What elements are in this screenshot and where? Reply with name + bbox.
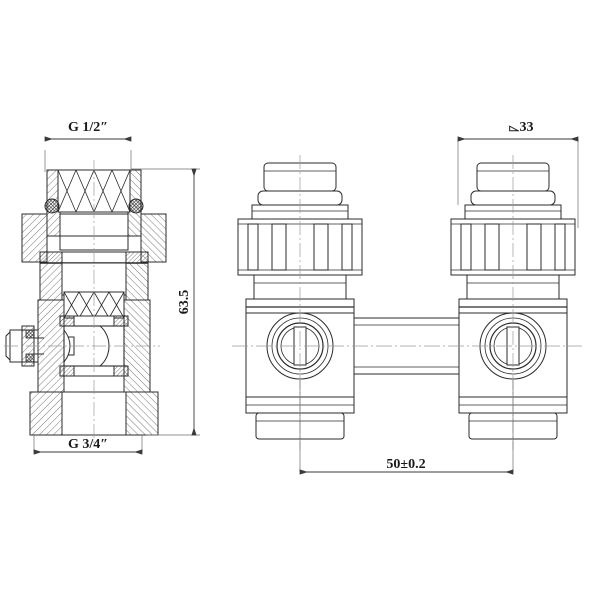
- right-valve-external: [450, 155, 576, 450]
- dimension-cap-diameter: ⌳33: [457, 120, 579, 228]
- dimension-label-center-distance: 50±0.2: [386, 457, 425, 472]
- dimension-label-cap-diameter: ⌳33: [509, 120, 534, 135]
- sectional-view: [4, 160, 167, 445]
- dimension-label-g-half: G 1/2″: [68, 120, 108, 135]
- dimension-label-g-threequarter: G 3/4″: [68, 437, 108, 452]
- o-ring-right: [128, 198, 144, 214]
- o-ring-left: [44, 198, 60, 214]
- dimension-g-threequarter: G 3/4″: [33, 435, 143, 455]
- dimension-g-half: G 1/2″: [44, 120, 132, 172]
- dimension-height: 63.5: [131, 168, 200, 436]
- dimension-label-height: 63.5: [177, 290, 192, 315]
- dimension-center-distance: 50±0.2: [299, 380, 514, 475]
